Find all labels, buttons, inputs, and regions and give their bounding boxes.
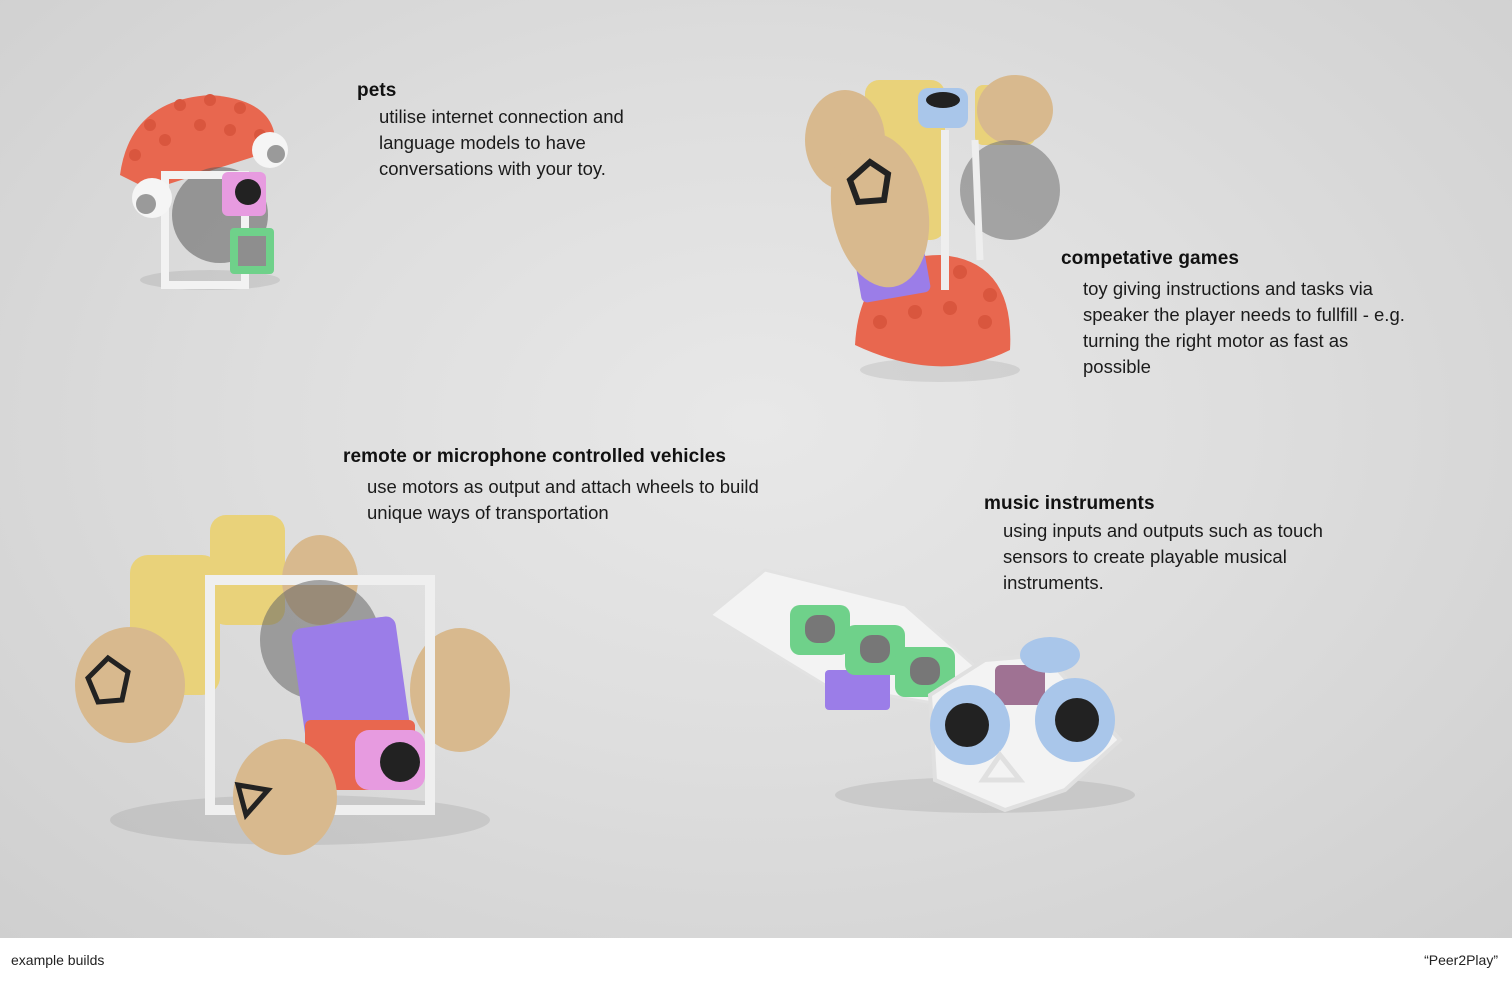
showcase-canvas: pets utilise internet connection and lan… bbox=[0, 0, 1512, 938]
section-text: utilise internet connection and language… bbox=[379, 106, 624, 179]
section-text: toy giving instructions and tasks via sp… bbox=[1083, 278, 1405, 377]
footer: example builds “Peer2Play” bbox=[0, 938, 1512, 982]
vehicles-section: remote or microphone controlled vehicles… bbox=[343, 446, 783, 526]
pet-toy-image bbox=[110, 80, 310, 295]
project-name: “Peer2Play” bbox=[1424, 952, 1498, 968]
pets-section: pets utilise internet connection and lan… bbox=[357, 80, 697, 182]
section-title: music instruments bbox=[984, 493, 1155, 514]
section-title: competative games bbox=[1061, 248, 1240, 269]
section-title: pets bbox=[357, 80, 397, 101]
section-text: using inputs and outputs such as touch s… bbox=[1003, 520, 1323, 593]
games-section: competative games toy giving instruction… bbox=[1061, 248, 1421, 380]
music-section: music instruments using inputs and outpu… bbox=[984, 493, 1384, 596]
section-title: remote or microphone controlled vehicles bbox=[343, 446, 727, 467]
vehicle-toy-image bbox=[70, 510, 520, 855]
music-toy-image bbox=[705, 565, 1135, 815]
footer-caption: example builds bbox=[11, 952, 105, 968]
section-text: use motors as output and attach wheels t… bbox=[367, 476, 759, 523]
games-toy-image bbox=[800, 50, 1090, 390]
